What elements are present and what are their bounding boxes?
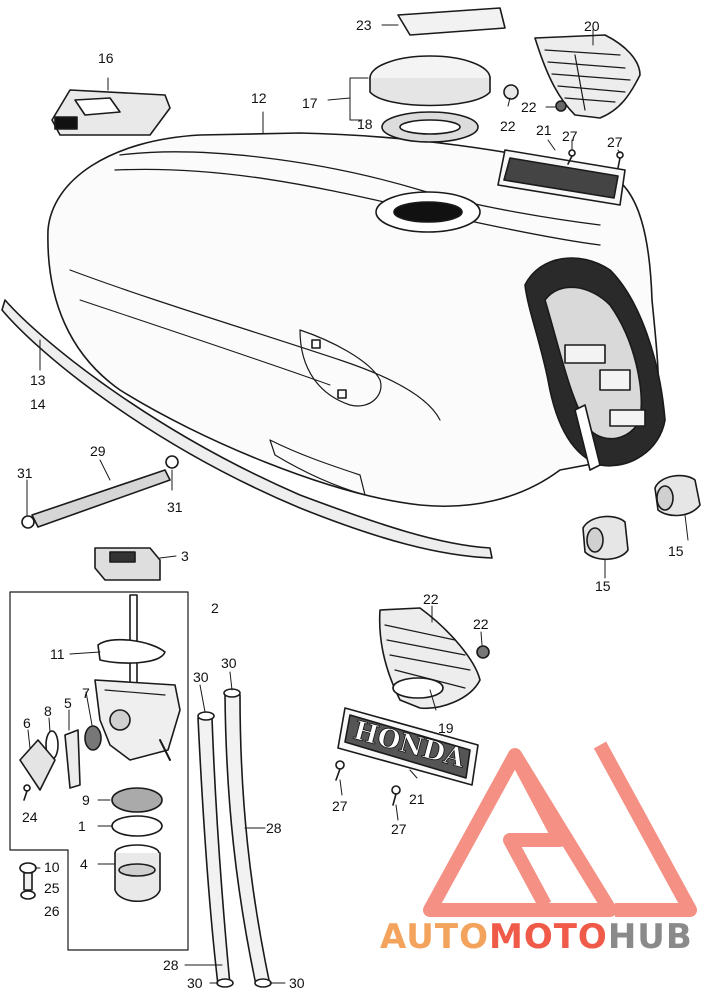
tank-edge-rubber xyxy=(1,299,493,559)
rubber-3 xyxy=(94,547,161,581)
callout-7: 7 xyxy=(82,685,90,701)
grommet-22a xyxy=(503,84,519,100)
grommet-22d xyxy=(476,645,490,659)
callout-2: 2 xyxy=(211,600,219,616)
watermark-hub: HUB xyxy=(607,917,693,957)
watermark-logo xyxy=(423,741,697,917)
callout-10: 10 xyxy=(44,859,60,875)
callout-30c: 30 xyxy=(187,975,203,991)
fuel-cap xyxy=(369,55,491,107)
clip-30a xyxy=(197,711,215,721)
screw-27b xyxy=(616,151,624,169)
tank-badge-16 xyxy=(51,89,171,136)
callout-24: 24 xyxy=(22,809,38,825)
fuel-tube-28b xyxy=(224,694,271,986)
callout-14: 14 xyxy=(30,396,46,412)
callout-13: 13 xyxy=(30,372,46,388)
fuel-tube-28a xyxy=(197,717,231,986)
callout-12: 12 xyxy=(251,90,267,106)
callout-8: 8 xyxy=(44,703,52,719)
fuel-tank xyxy=(47,132,666,508)
o-ring-1 xyxy=(111,815,163,837)
screw-27d xyxy=(391,785,401,806)
callout-28b: 28 xyxy=(163,957,179,973)
callout-11: 11 xyxy=(50,646,65,662)
callout-25: 25 xyxy=(44,880,60,896)
screw-set-10-25-26 xyxy=(19,862,37,900)
callout-15a: 15 xyxy=(668,543,684,559)
screw-27a xyxy=(567,149,576,165)
knee-grip-rubber-20 xyxy=(534,34,641,119)
callout-22c: 22 xyxy=(423,591,439,607)
clip-30d xyxy=(254,978,272,988)
callout-27c: 27 xyxy=(332,798,348,814)
callout-30d: 30 xyxy=(289,975,305,991)
callout-4: 4 xyxy=(80,856,88,872)
callout-9: 9 xyxy=(82,792,90,808)
callout-22a: 22 xyxy=(500,118,516,134)
callout-21a: 21 xyxy=(536,122,552,138)
watermark-auto: AUTO xyxy=(380,917,489,957)
watermark-text: AUTOMOTOHUB xyxy=(380,920,693,954)
fuel-lever-5 xyxy=(64,729,81,789)
plate-6 xyxy=(19,739,56,791)
callout-22b: 22 xyxy=(521,99,537,115)
gasket-sheet-23 xyxy=(397,7,506,36)
callout-31b: 31 xyxy=(167,499,183,515)
cap-gasket xyxy=(381,111,479,143)
clip-30c xyxy=(216,978,234,988)
screw-27c xyxy=(335,760,345,781)
callout-1: 1 xyxy=(78,818,86,834)
fuel-strainer-11 xyxy=(97,594,166,691)
callout-3: 3 xyxy=(181,548,189,564)
sediment-cup-4 xyxy=(114,844,161,902)
clip-31a xyxy=(21,515,35,529)
callout-15b: 15 xyxy=(595,578,611,594)
tank-cushion-15a xyxy=(654,474,701,517)
fuel-cock-body xyxy=(94,679,181,761)
callout-30b: 30 xyxy=(221,655,237,671)
callout-19: 19 xyxy=(438,720,454,736)
callout-16: 16 xyxy=(98,50,114,66)
tank-cushion-15b xyxy=(582,515,629,561)
callout-26: 26 xyxy=(44,903,60,919)
callout-27a: 27 xyxy=(562,128,578,144)
grommet-22b xyxy=(555,100,567,112)
callout-18: 18 xyxy=(357,116,373,132)
emblem-upper-21 xyxy=(497,149,626,206)
callout-31a: 31 xyxy=(17,465,33,481)
emblem-lower-21 xyxy=(337,707,479,786)
watermark-moto: MOTO xyxy=(488,917,608,957)
callout-6: 6 xyxy=(23,715,31,731)
gasket-7 xyxy=(84,725,102,751)
callout-17: 17 xyxy=(302,95,318,111)
callout-23: 23 xyxy=(356,17,372,33)
hose-29 xyxy=(31,469,171,528)
fuel-cock-bracket xyxy=(9,591,189,951)
callout-20: 20 xyxy=(584,18,600,34)
callout-28a: 28 xyxy=(266,820,282,836)
callout-21b: 21 xyxy=(409,791,425,807)
knee-grip-rubber-19 xyxy=(378,607,481,710)
callout-27d: 27 xyxy=(391,821,407,837)
filter-screen-9 xyxy=(111,787,163,813)
callout-27b: 27 xyxy=(607,134,623,150)
callout-29: 29 xyxy=(90,443,106,459)
callout-30a: 30 xyxy=(193,669,209,685)
leader-lines xyxy=(26,24,689,984)
clip-31b xyxy=(165,455,179,469)
screw-24 xyxy=(23,784,31,801)
callout-5: 5 xyxy=(64,695,72,711)
callout-22d: 22 xyxy=(473,616,489,632)
